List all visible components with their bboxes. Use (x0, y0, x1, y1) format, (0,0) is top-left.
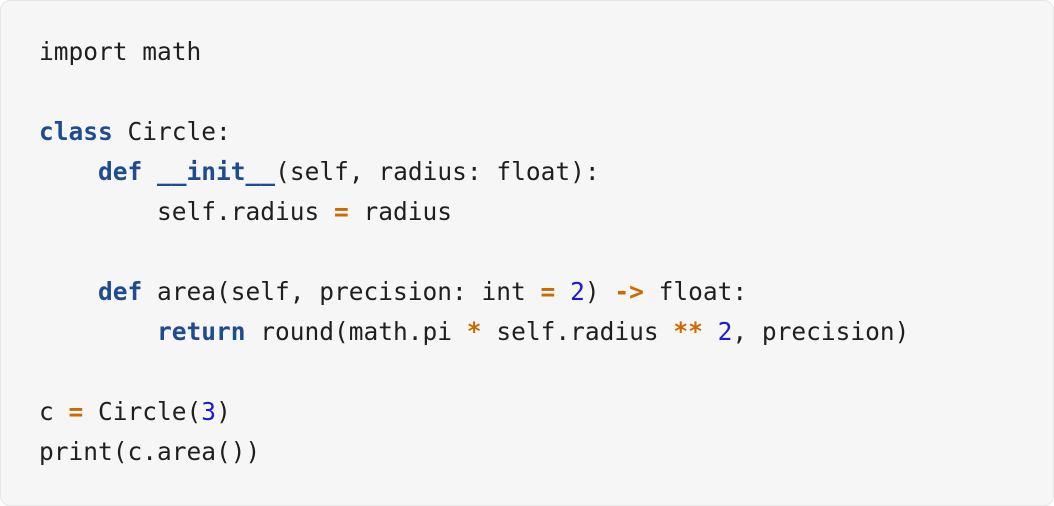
code-token: Circle: (112, 117, 231, 146)
number-token: 2 (717, 317, 733, 346)
code-token: ) (584, 277, 615, 306)
code-token (39, 317, 157, 346)
operator-token: ** (673, 317, 703, 346)
code-token: float: (643, 277, 748, 306)
keyword-token: return (157, 317, 246, 346)
operator-token: = (68, 397, 84, 426)
code-line-7: def area(self, precision: int = 2) -> fl… (39, 272, 909, 312)
code-line-11: print(c.area()) (39, 432, 909, 472)
operator-token: = (334, 197, 349, 226)
code-token (555, 277, 570, 306)
code-token: radius (348, 197, 453, 226)
code-line-1: import math (39, 32, 909, 72)
code-token: Circle( (83, 397, 202, 426)
code-token (39, 277, 98, 306)
code-token (703, 317, 718, 346)
operator-token: = (540, 277, 556, 306)
operator-token: * (466, 317, 482, 346)
keyword-token: def (98, 157, 143, 186)
code-token: import math (39, 37, 202, 66)
code-token: c (39, 397, 69, 426)
code-token: round(math.pi (245, 317, 467, 346)
code-token: ) (216, 397, 231, 426)
number-token: 2 (570, 277, 585, 306)
keyword-token: __init__ (157, 157, 276, 186)
code-block[interactable]: import math class Circle: def __init__(s… (39, 32, 909, 472)
number-token: 3 (201, 397, 217, 426)
code-line-5: self.radius = radius (39, 192, 909, 232)
code-line-2 (39, 72, 909, 112)
code-token: self.radius (481, 317, 674, 346)
code-token: (self, radius: float): (275, 157, 600, 186)
code-token: , precision) (732, 317, 910, 346)
code-line-3: class Circle: (39, 112, 909, 152)
code-line-4: def __init__(self, radius: float): (39, 152, 909, 192)
code-line-10: c = Circle(3) (39, 392, 909, 432)
operator-token: -> (614, 277, 644, 306)
keyword-token: def (98, 277, 143, 306)
code-token (39, 157, 98, 186)
code-token (142, 157, 157, 186)
code-line-6 (39, 232, 909, 272)
code-token: print(c.area()) (39, 437, 261, 466)
keyword-token: class (39, 117, 113, 146)
code-line-8: return round(math.pi * self.radius ** 2,… (39, 312, 909, 352)
code-token: area(self, precision: int (142, 277, 541, 306)
code-line-9 (39, 352, 909, 392)
code-token: self.radius (39, 197, 335, 226)
